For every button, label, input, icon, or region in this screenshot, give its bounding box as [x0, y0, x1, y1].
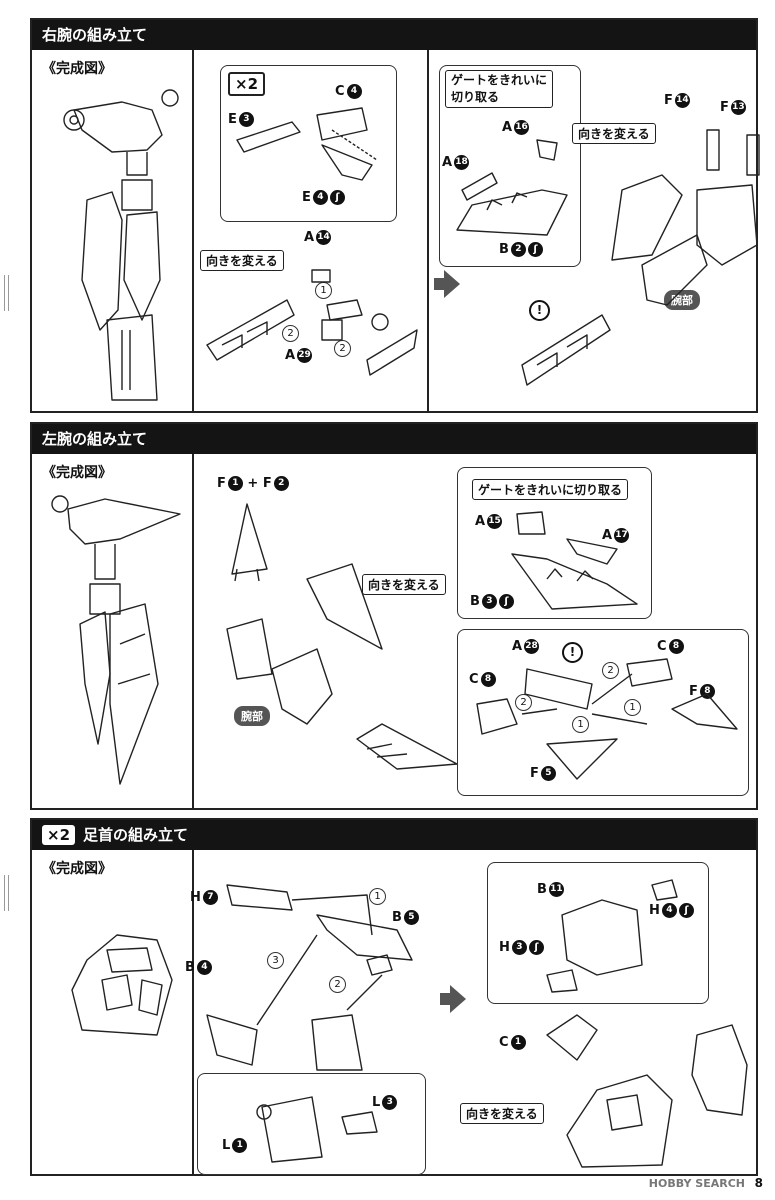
- page-number: 8: [754, 1176, 763, 1190]
- binding-mark: [4, 275, 9, 311]
- left-arm-assembly-illustration: [226, 503, 458, 770]
- section-header: ×2 足首の組み立て: [32, 820, 756, 850]
- subassembly-parts-illustration: [236, 107, 378, 181]
- glue-icon: ʃ: [527, 242, 543, 257]
- glue-icon: ʃ: [528, 940, 544, 955]
- step-1-marker: 1: [315, 282, 332, 299]
- caution-icon: !: [529, 300, 550, 321]
- subassembly-callout: [457, 629, 749, 796]
- binding-mark: [4, 875, 9, 911]
- gate-trim-note: ゲートをきれいに切り取る: [445, 70, 554, 108]
- completed-view-label: 《完成図》: [42, 465, 112, 481]
- turn-direction-label: 向きを変える: [460, 1103, 544, 1124]
- section-header: 右腕の組み立て: [32, 20, 756, 50]
- step-1-marker: 1: [369, 888, 386, 905]
- caution-icon: !: [562, 642, 583, 663]
- gate-parts-illustration: [511, 511, 638, 610]
- sub-parts-callout: [197, 1073, 426, 1175]
- step-2-marker: 2: [334, 340, 351, 357]
- step-3-marker: 3: [267, 952, 284, 969]
- completed-right-arm-illustration: [63, 89, 179, 401]
- arm-part-label: 腕部: [234, 706, 270, 726]
- turn-direction-label: 向きを変える: [572, 123, 656, 144]
- gate-parts-illustration: [456, 139, 568, 236]
- turn-direction-label: 向きを変える: [362, 574, 446, 595]
- column-divider: [192, 50, 194, 411]
- glue-icon: ʃ: [498, 594, 514, 609]
- ankle-callout-illustration: [546, 879, 678, 993]
- column-divider: [192, 454, 194, 808]
- section-title: 左腕の組み立て: [42, 430, 148, 448]
- step-1-marker: 1: [572, 716, 589, 733]
- completed-ankle-illustration: [71, 934, 173, 1036]
- section-title: 右腕の組み立て: [42, 26, 148, 44]
- section-header: 左腕の組み立て: [32, 424, 756, 454]
- times-two-badge: ×2: [228, 72, 266, 96]
- sub-parts-callout: [487, 862, 709, 1004]
- arm-assembly-illustration: [206, 269, 418, 376]
- next-step-arrow: [440, 985, 466, 1013]
- step-2-marker: 2: [602, 662, 619, 679]
- column-divider: [192, 850, 194, 1174]
- turn-direction-label: 向きを変える: [200, 250, 284, 271]
- ankle-final-assembly: [546, 1014, 748, 1168]
- glue-icon: ʃ: [329, 190, 345, 205]
- ankle-subparts-illustration: [256, 1096, 378, 1163]
- completed-view-label: 《完成図》: [42, 861, 112, 877]
- arm-part-label: 腕部: [664, 290, 700, 310]
- completed-view-label: 《完成図》: [42, 61, 112, 77]
- step-2-marker: 2: [515, 694, 532, 711]
- left-arm-subassembly-illustration: [476, 658, 738, 780]
- ankle-parts-illustration: [206, 884, 413, 1071]
- right-arm-final-assembly: [521, 129, 760, 386]
- glue-icon: ʃ: [678, 903, 694, 918]
- step-1-marker: 1: [624, 699, 641, 716]
- step-2-marker: 2: [282, 325, 299, 342]
- section-title: 足首の組み立て: [83, 826, 189, 844]
- completed-left-arm-illustration: [51, 495, 181, 785]
- column-divider: [427, 50, 429, 411]
- watermark: HOBBY SEARCH: [648, 1177, 745, 1190]
- times-two-badge: ×2: [42, 825, 76, 845]
- step-2-marker: 2: [329, 976, 346, 993]
- next-step-arrow: [434, 270, 460, 298]
- gate-trim-note: ゲートをきれいに切り取る: [472, 479, 629, 500]
